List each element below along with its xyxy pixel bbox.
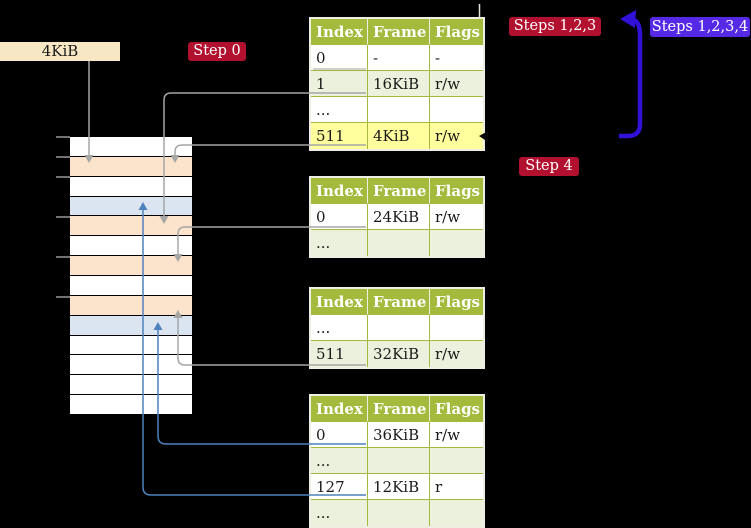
table-cell: ... (311, 315, 368, 341)
table-row: ... (311, 500, 483, 526)
table-cell (430, 315, 483, 341)
table-header-cell: Index (311, 19, 368, 45)
table-cell: - (430, 45, 483, 71)
arrow-recursive-loop-head (620, 10, 636, 28)
table-cell (368, 315, 430, 341)
table-cell: 12KiB (368, 474, 430, 500)
table-cell: r/w (430, 204, 483, 230)
memory-frame-row-2 (70, 157, 192, 176)
arrow-recursive-loop (619, 17, 643, 139)
memory-frame-row-7 (70, 256, 192, 275)
table-header-cell: Flags (430, 289, 483, 315)
table-cell (430, 97, 483, 123)
table-row: 0-- (311, 45, 483, 71)
table-cell: r/w (430, 422, 483, 448)
table-cell: r/w (430, 341, 483, 367)
memory-frame-row-9 (70, 296, 192, 315)
table-cell: 0 (311, 422, 368, 448)
table-cell: 0 (311, 45, 368, 71)
table-cell: 0 (311, 204, 368, 230)
table-header-cell: Index (311, 178, 368, 204)
steps-123-badge: Steps 1,2,3 (509, 17, 601, 36)
step-0-badge: Step 0 (188, 42, 246, 61)
table-cell: 24KiB (368, 204, 430, 230)
memory-frame-row-8 (70, 276, 192, 295)
physical-memory-column (70, 137, 192, 415)
table-cell (430, 230, 483, 256)
memory-frame-row-14 (70, 395, 192, 414)
table-cell: ... (311, 500, 368, 526)
memory-frame-row-6 (70, 236, 192, 255)
table-cell (430, 500, 483, 526)
table-header-cell: Flags (430, 19, 483, 45)
table-cell: 4KiB (368, 123, 430, 149)
table-header-cell: Frame (368, 19, 430, 45)
table-header-cell: Flags (430, 396, 483, 422)
memory-frame-row-4 (70, 197, 192, 215)
table-cell (430, 448, 483, 474)
table-cell (368, 230, 430, 256)
table-cell: ... (311, 448, 368, 474)
table-header-cell: Flags (430, 178, 483, 204)
frame-size-label: 4KiB (0, 42, 120, 61)
memory-frame-row-1 (70, 137, 192, 156)
table-cell (368, 500, 430, 526)
table-cell: 511 (311, 123, 368, 149)
steps-1234-badge: Steps 1,2,3,4 (650, 17, 750, 37)
table-row: ... (311, 315, 483, 341)
table-header-cell: Frame (368, 289, 430, 315)
table-cell: r/w (430, 123, 483, 149)
step-4-badge: Step 4 (519, 157, 579, 176)
table-row: ... (311, 97, 483, 123)
table-cell: 1 (311, 71, 368, 97)
table-cell: ... (311, 97, 368, 123)
table-cell: 36KiB (368, 422, 430, 448)
table-cell: 16KiB (368, 71, 430, 97)
table-cell: 127 (311, 474, 368, 500)
table-cell (368, 448, 430, 474)
table-header-cell: Frame (368, 396, 430, 422)
table-cell: r (430, 474, 483, 500)
table-row: ... (311, 230, 483, 256)
table-row: ... (311, 448, 483, 474)
memory-frame-row-3 (70, 177, 192, 196)
memory-frame-row-13 (70, 375, 192, 394)
table-cell: ... (311, 230, 368, 256)
table-cell: 511 (311, 341, 368, 367)
memory-frame-row-5 (70, 216, 192, 235)
table-cell (368, 97, 430, 123)
table-header-cell: Index (311, 396, 368, 422)
table-cell: r/w (430, 71, 483, 97)
table-header-cell: Index (311, 289, 368, 315)
table-cell: - (368, 45, 430, 71)
memory-frame-row-11 (70, 336, 192, 354)
table-header-cell: Frame (368, 178, 430, 204)
memory-frame-row-12 (70, 355, 192, 374)
table-cell: 32KiB (368, 341, 430, 367)
memory-frame-row-10 (70, 316, 192, 335)
